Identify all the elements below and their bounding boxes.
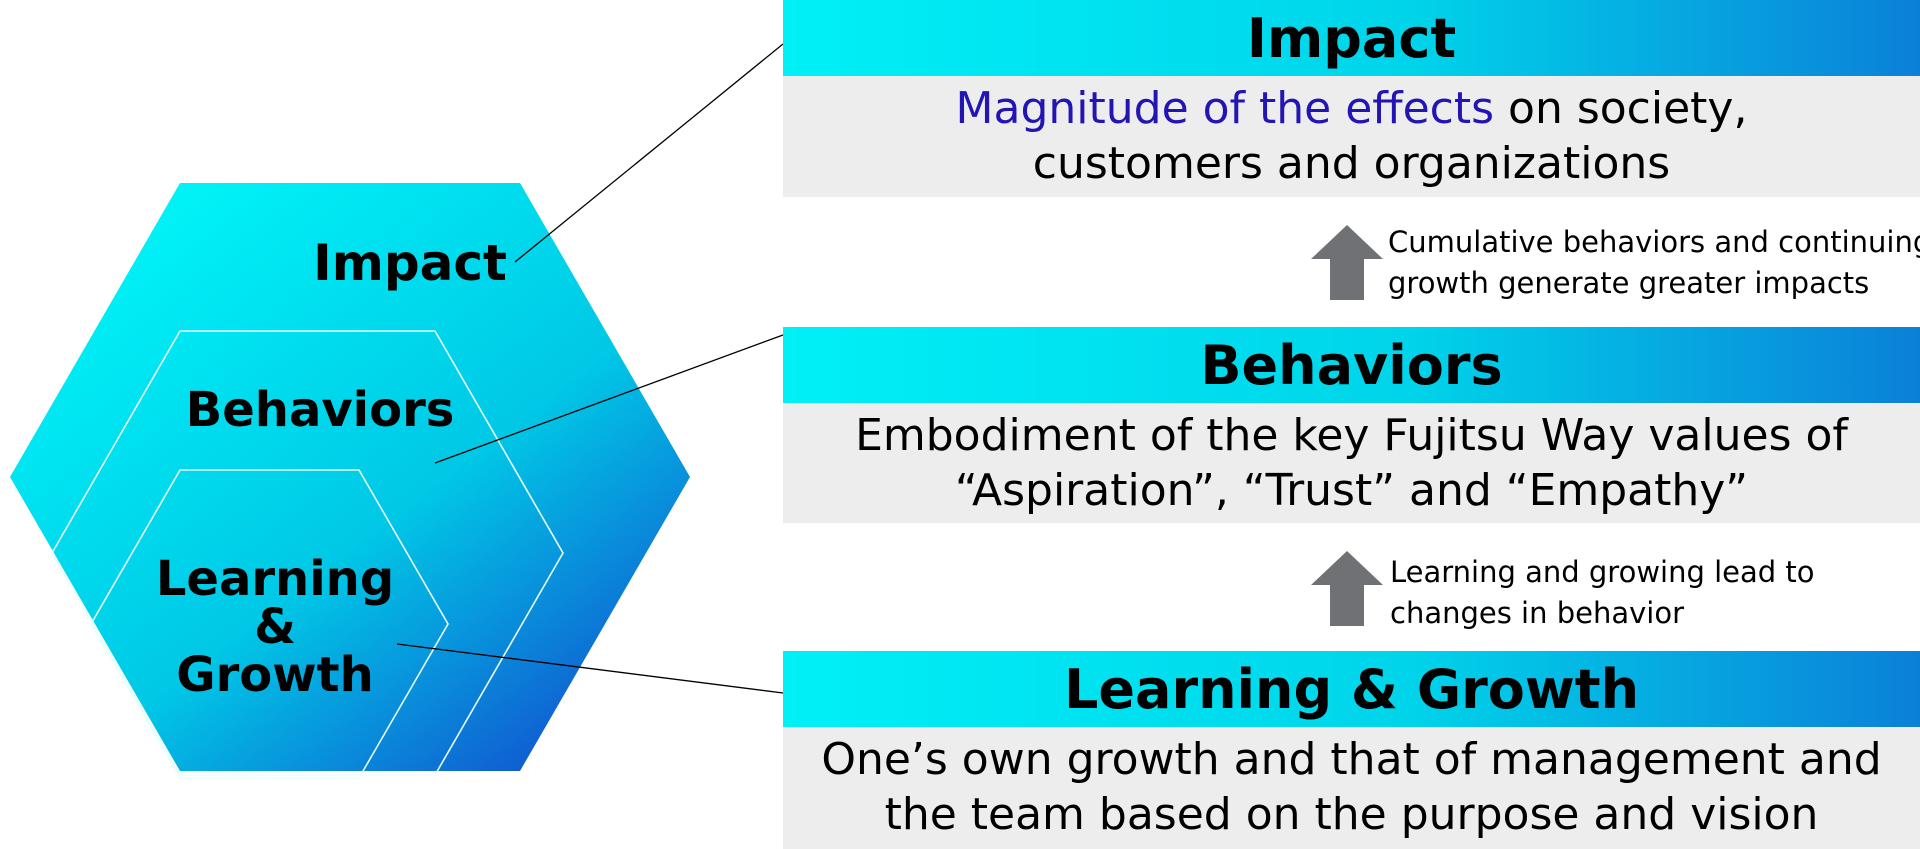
- learning-growth-panel-title: Learning & Growth: [783, 651, 1920, 727]
- behaviors-panel: Behaviors Embodiment of the key Fujitsu …: [783, 327, 1920, 523]
- behaviors-connector-line: [434, 334, 784, 464]
- hexagon-learning-label-line3: Growth: [176, 647, 374, 703]
- impact-description-line1: Magnitude of the effects on society,: [783, 81, 1920, 136]
- upper-arrow-note-line2: growth generate greater impacts: [1388, 266, 1870, 300]
- impact-panel: Impact Magnitude of the effects on socie…: [783, 0, 1920, 197]
- hexagon-behaviors-label: Behaviors: [185, 382, 455, 438]
- behaviors-hexagon: [51, 330, 564, 776]
- behaviors-panel-title: Behaviors: [783, 327, 1920, 403]
- learning-connector-line: [396, 643, 784, 694]
- impact-connector-line: [514, 43, 784, 263]
- lower-arrow-note-line1: Learning and growing lead to: [1390, 555, 1815, 589]
- lower-arrow-note: Learning and growing lead to changes in …: [1390, 552, 1815, 634]
- learning-description-line1: One’s own growth and that of management …: [821, 734, 1882, 785]
- behaviors-panel-description: Embodiment of the key Fujitsu Way values…: [783, 403, 1920, 523]
- behaviors-description-line1: Embodiment of the key Fujitsu Way values…: [855, 410, 1848, 461]
- learning-growth-panel-description: One’s own growth and that of management …: [783, 727, 1920, 849]
- hexagon-learning-label-line2: &: [254, 599, 296, 655]
- up-arrow-icon: [1311, 225, 1383, 300]
- up-arrow-icon: [1311, 551, 1383, 626]
- lower-arrow-note-line2: changes in behavior: [1390, 596, 1684, 630]
- upper-arrow-note: Cumulative behaviors and continuing grow…: [1388, 222, 1920, 304]
- learning-hexagon: [90, 469, 449, 779]
- impact-highlight-text: Magnitude of the effects: [955, 83, 1495, 134]
- impact-panel-description: Magnitude of the effects on society, cus…: [783, 76, 1920, 197]
- impact-description-line1-rest: on society,: [1494, 83, 1748, 134]
- impact-hexagon: [10, 183, 690, 771]
- impact-description-line2: customers and organizations: [1032, 138, 1671, 189]
- hexagon-learning-label: Learning & Growth: [150, 555, 400, 699]
- learning-description-line2: the team based on the purpose and vision: [884, 789, 1819, 840]
- upper-arrow-note-line1: Cumulative behaviors and continuing: [1388, 225, 1920, 259]
- hexagon-impact-label: Impact: [313, 234, 507, 292]
- learning-growth-panel: Learning & Growth One’s own growth and t…: [783, 651, 1920, 849]
- behaviors-description-line2: “Aspiration”, “Trust” and “Empathy”: [954, 465, 1749, 516]
- impact-panel-title: Impact: [783, 0, 1920, 76]
- hexagon-learning-label-line1: Learning: [155, 551, 395, 607]
